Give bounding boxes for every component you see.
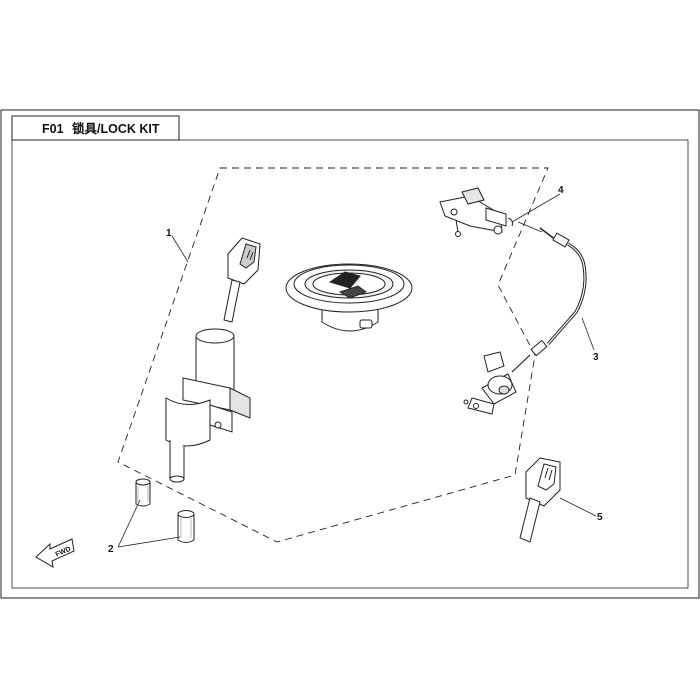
callout-4: 4 <box>511 185 564 223</box>
diagram-code: F01 <box>42 122 64 136</box>
forward-direction-arrow: FWD <box>35 538 75 568</box>
mounting-bolt-upper <box>135 478 151 507</box>
mounting-bolt-lower <box>177 510 195 543</box>
callout-label-3: 3 <box>593 352 599 363</box>
ignition-key <box>223 237 261 323</box>
kit-boundary <box>117 167 549 543</box>
drawing-inner-frame <box>11 139 689 589</box>
diagram-title: 锁具/LOCK KIT <box>72 121 160 136</box>
title-block: F01 锁具/LOCK KIT <box>11 115 180 141</box>
seat-lock-cable <box>511 221 587 373</box>
seat-lock-bracket <box>439 187 513 237</box>
callout-label-1: 1 <box>166 228 172 239</box>
fuel-tank-cap <box>285 263 413 332</box>
callout-3: 3 <box>581 317 599 363</box>
drawing-frame <box>0 109 700 599</box>
callout-1: 1 <box>166 228 189 263</box>
callout-2: 2 <box>108 499 181 555</box>
callout-5: 5 <box>559 497 603 523</box>
callout-label-2: 2 <box>108 544 114 555</box>
ignition-lock-assembly <box>165 237 261 483</box>
spare-key <box>519 457 561 543</box>
callout-label-4: 4 <box>558 185 564 196</box>
callout-label-5: 5 <box>597 512 603 523</box>
seat-lock-cylinder <box>463 351 517 415</box>
